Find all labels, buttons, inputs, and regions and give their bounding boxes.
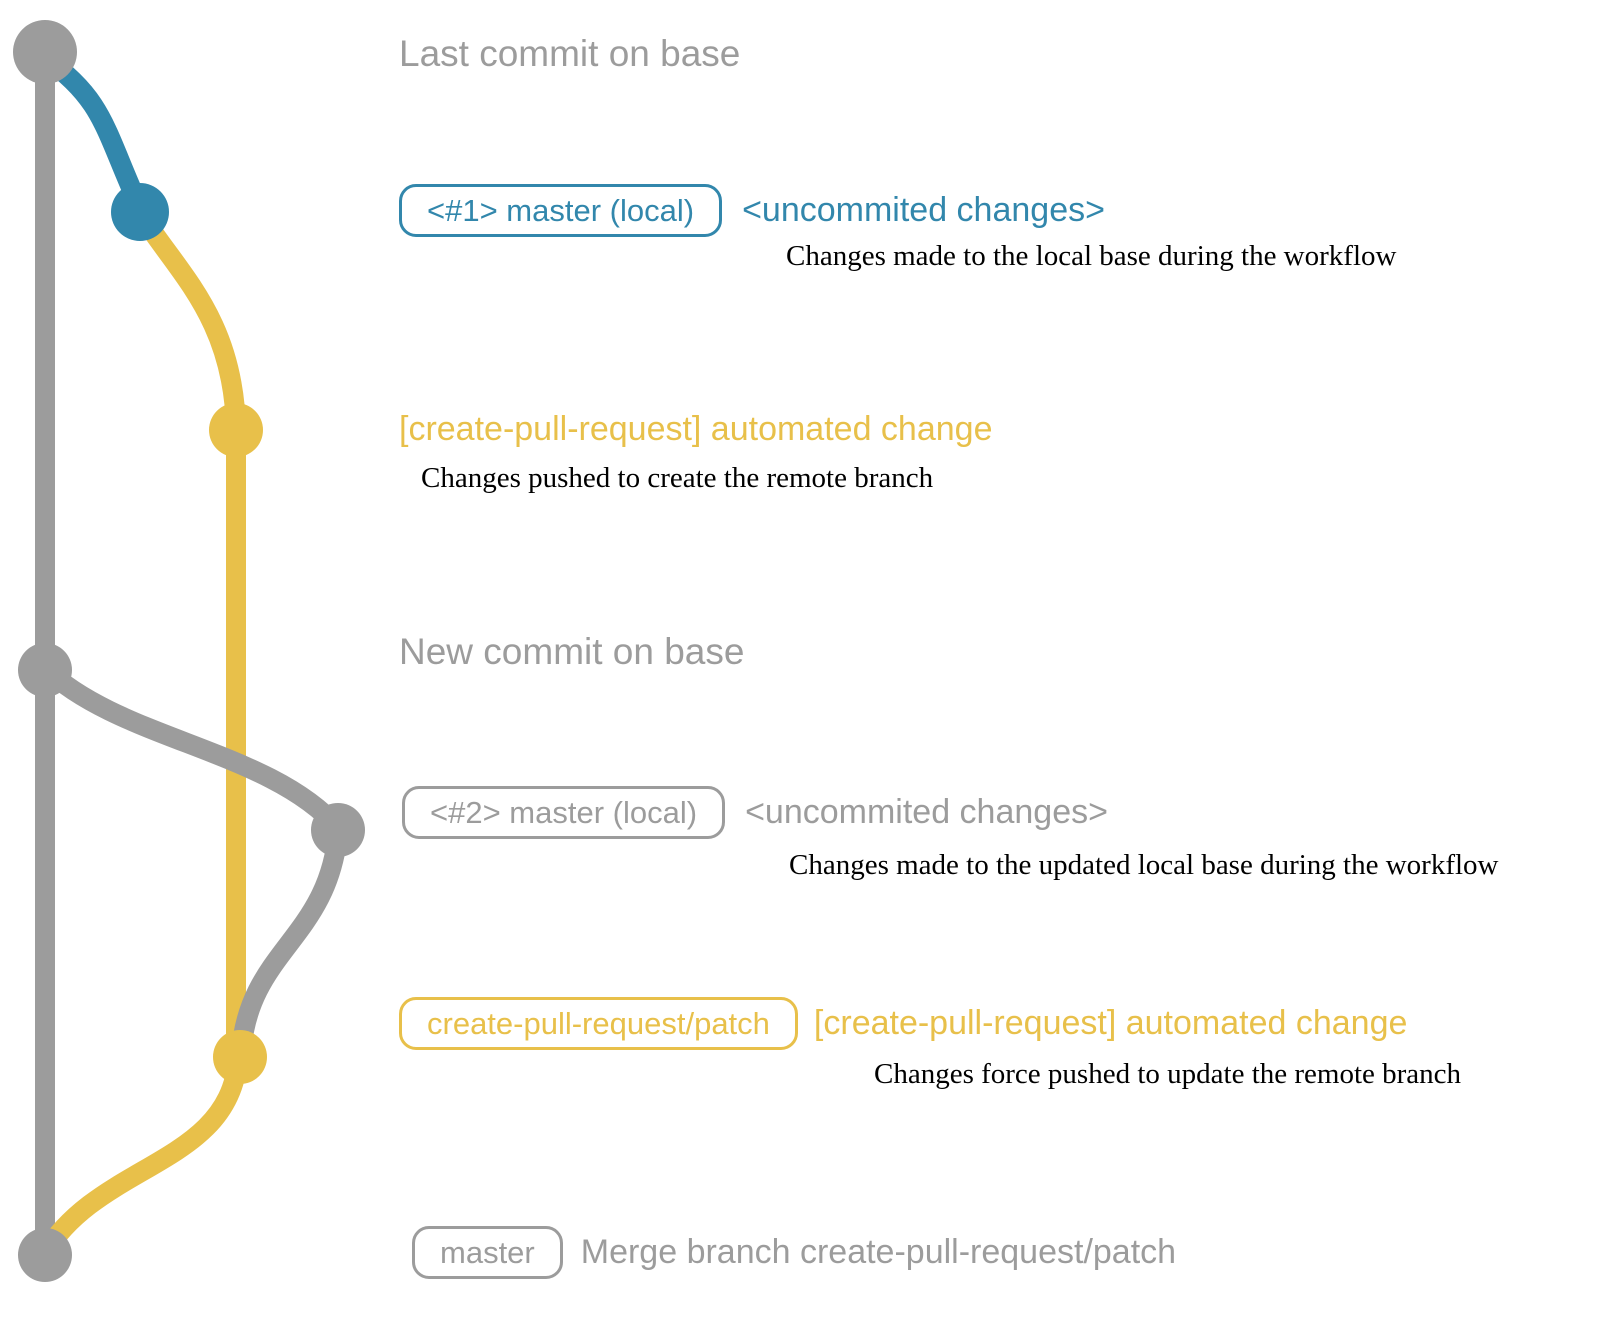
- commit-dot-base-last: [13, 20, 77, 84]
- master-local-2-branch-curve: [38, 660, 346, 835]
- commit-row-patch-2: create-pull-request/patch [create-pull-r…: [399, 997, 1408, 1051]
- commit-message-merge: Merge branch create-pull-request/patch: [580, 1232, 1177, 1271]
- branch-badge-patch: create-pull-request/patch: [399, 997, 798, 1051]
- commit-row-master-local-1: <#1> master (local) <uncommited changes>: [399, 184, 1105, 238]
- commit-dot-patch-2: [213, 1030, 267, 1084]
- commit-dot-master-local-1: [111, 183, 169, 241]
- patch-branch-line: [133, 210, 246, 1056]
- commit-row-master-local-2: <#2> master (local) <uncommited changes>: [402, 786, 1108, 840]
- patch-merge-curve: [36, 1056, 248, 1259]
- branch-badge-master-local-1: <#1> master (local): [399, 184, 723, 238]
- branch-badge-master: master: [412, 1226, 563, 1280]
- master-local-2-to-patch-curve: [231, 830, 348, 1055]
- commit-description-master-local-1: Changes made to the local base during th…: [786, 240, 1397, 272]
- heading-new-commit-on-base: New commit on base: [399, 631, 745, 672]
- commit-message-master-local-1: <uncommited changes>: [742, 190, 1105, 229]
- commit-row-merge: master Merge branch create-pull-request/…: [412, 1226, 1177, 1280]
- branch-badge-master-local-2: <#2> master (local): [402, 786, 726, 840]
- commit-dot-base-new: [18, 643, 72, 697]
- commit-dot-patch-1: [209, 403, 263, 457]
- commit-dot-merge: [18, 1228, 72, 1282]
- heading-last-commit-on-base: Last commit on base: [399, 33, 741, 74]
- commit-dot-master-local-2: [311, 803, 365, 857]
- commit-description-patch-2: Changes force pushed to update the remot…: [874, 1058, 1462, 1090]
- commit-message-patch-1: [create-pull-request] automated change: [399, 410, 993, 448]
- commit-description-patch-1: Changes pushed to create the remote bran…: [421, 462, 934, 494]
- commit-description-master-local-2: Changes made to the updated local base d…: [789, 849, 1499, 881]
- commit-message-patch-2: [create-pull-request] automated change: [813, 1003, 1408, 1042]
- commit-message-master-local-2: <uncommited changes>: [745, 792, 1108, 831]
